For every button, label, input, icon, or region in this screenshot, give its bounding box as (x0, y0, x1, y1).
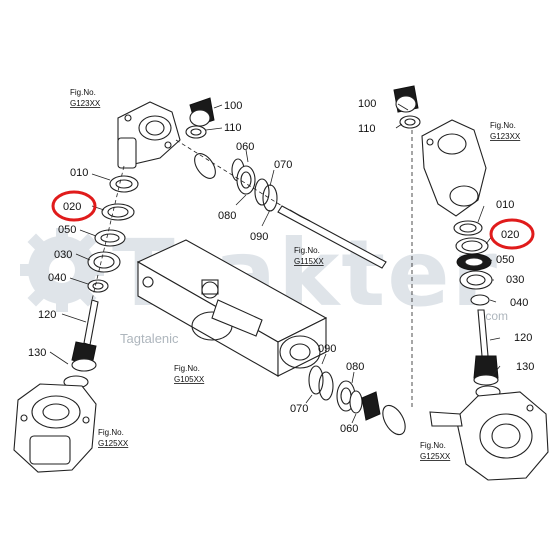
label-070-left: 070 (274, 159, 292, 171)
label-120-right: 120 (514, 332, 532, 344)
label-070-center: 070 (290, 403, 308, 415)
label-050-right: 050 (496, 254, 514, 266)
label-030-left: 030 (54, 249, 72, 261)
ring-stack-left (87, 165, 139, 301)
label-130-left: 130 (28, 347, 46, 359)
highlight-circle-right (489, 218, 535, 250)
seal-stack-center (305, 353, 406, 436)
label-100-right: 100 (358, 98, 376, 110)
lower-housing-left (13, 383, 97, 473)
gear-icon (20, 228, 104, 312)
bearing-right (399, 115, 421, 129)
label-020-left: 020 (63, 201, 81, 213)
pinion-shaft-right (473, 309, 499, 386)
label-090-left: 090 (250, 231, 268, 243)
center-tube-assembly (136, 239, 328, 377)
label-040-left: 040 (48, 272, 66, 284)
leader-lines (49, 103, 501, 377)
label-110-right: 110 (358, 123, 376, 135)
label-010-right: 010 (496, 199, 514, 211)
watermark-tagline: Tagtalenic (120, 331, 179, 346)
seal-stack-left (231, 149, 278, 227)
o-ring-left-upper (194, 153, 216, 179)
fig-g125-right-title: Fig.No. (420, 441, 446, 450)
lower-housing-right (429, 391, 549, 481)
fig-g123-right-title: Fig.No. (490, 121, 516, 130)
label-030-right: 030 (506, 274, 524, 286)
label-090-center: 090 (318, 343, 336, 355)
label-020-right: 020 (501, 229, 519, 241)
fig-g123-right-code: G123XX (490, 132, 521, 141)
fig-g115-title: Fig.No. (294, 246, 320, 255)
ring-stack-right (453, 220, 493, 306)
label-080-center: 080 (346, 361, 364, 373)
shaft-g115 (175, 139, 387, 269)
fig-g125-right-code: G125XX (420, 452, 451, 461)
label-050-left: 050 (58, 224, 76, 236)
fig-g105-code: G105XX (174, 375, 205, 384)
fig-g123-left-code: G123XX (70, 99, 101, 108)
figure-references: Fig.No. G123XX Fig.No. G123XX Fig.No. G1… (70, 88, 521, 461)
label-110-left: 110 (224, 122, 242, 134)
fig-g105-title: Fig.No. (174, 364, 200, 373)
label-130-right: 130 (516, 361, 534, 373)
pinion-shaft-left (71, 299, 99, 372)
bearing-left (185, 125, 223, 139)
label-060-center: 060 (340, 423, 358, 435)
highlight-circle-left (51, 190, 97, 222)
bevel-gear-left (189, 97, 223, 127)
bevel-gear-right (393, 85, 419, 113)
fig-g125-left-code: G125XX (98, 439, 129, 448)
label-080-left: 080 (218, 210, 236, 222)
label-010-left: 010 (70, 167, 88, 179)
upper-housing-left (117, 101, 181, 169)
label-060-left: 060 (236, 141, 254, 153)
fig-g125-left-title: Fig.No. (98, 428, 124, 437)
part-labels: 100 110 060 070 010 020 050 030 040 120 … (28, 98, 534, 435)
fig-g115-code: G115XX (294, 257, 324, 266)
label-040-right: 040 (510, 297, 528, 309)
label-120-left: 120 (38, 309, 56, 321)
label-100-left: 100 (224, 100, 242, 112)
upper-housing-right (421, 119, 487, 217)
fig-g123-left-title: Fig.No. (70, 88, 96, 97)
watermark-domain: .com (482, 309, 508, 323)
